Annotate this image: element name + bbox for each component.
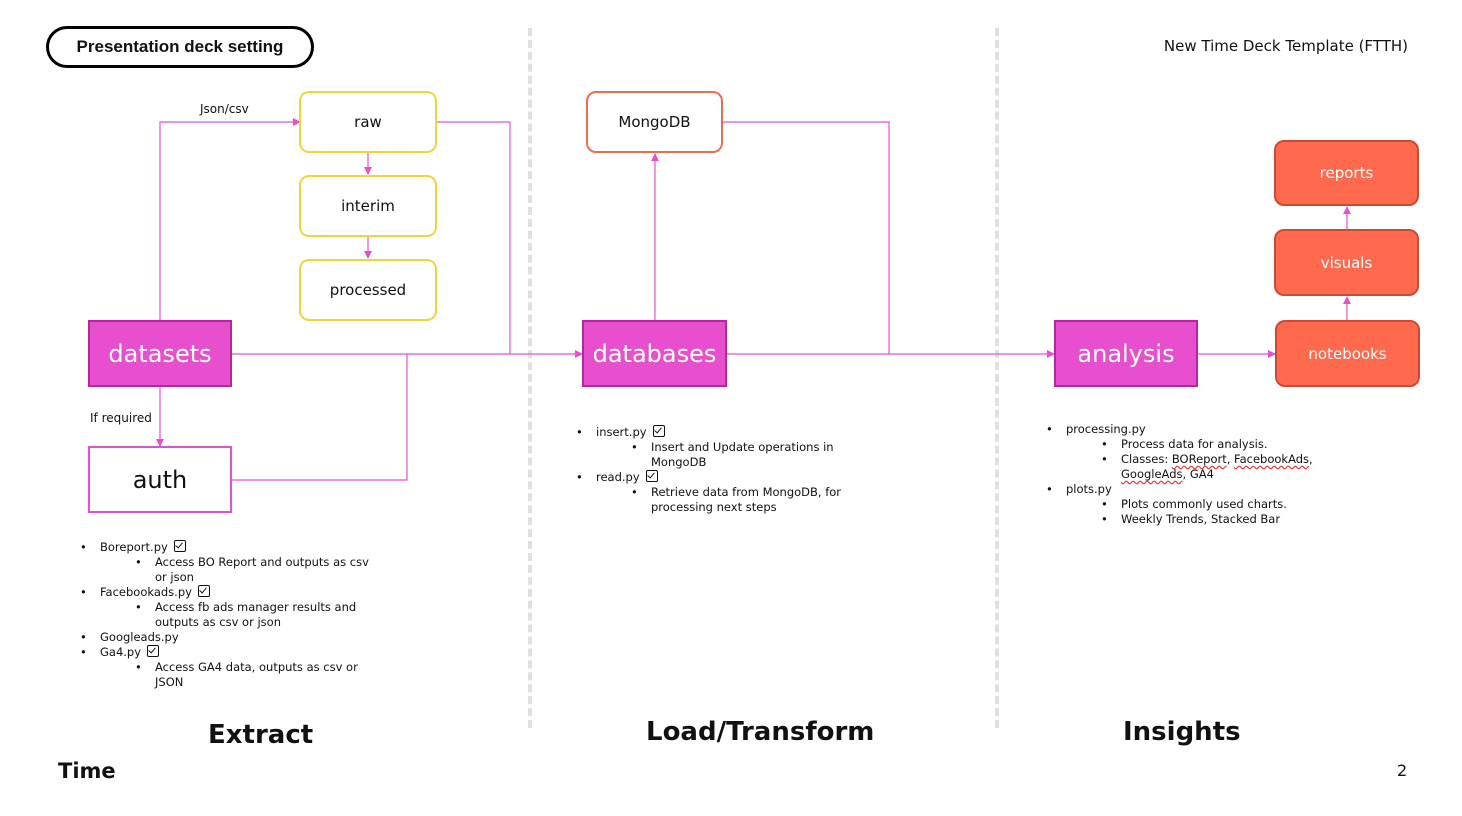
- edge-datasets-raw: [159, 118, 301, 320]
- section-divider-2: [995, 28, 999, 728]
- load-transform-title: Load/Transform: [646, 717, 875, 747]
- list-item: Retrieve data from MongoDB, forprocessin…: [576, 485, 916, 515]
- list-item: Plots commonly used charts.: [1046, 497, 1386, 512]
- interim-node: interim: [299, 175, 437, 237]
- notebooks-node: notebooks: [1275, 320, 1420, 387]
- time-label: Time: [58, 759, 116, 783]
- edge-mongodb-line: [723, 121, 890, 354]
- load-script-list: insert.py Insert and Update operations i…: [576, 425, 916, 515]
- section-divider-1: [528, 28, 532, 728]
- list-item: Process data for analysis.: [1046, 437, 1386, 452]
- insights-script-list: processing.py Process data for analysis.…: [1046, 422, 1386, 527]
- processed-node: processed: [299, 259, 437, 321]
- if-required-label: If required: [90, 411, 152, 425]
- databases-node: databases: [582, 320, 727, 387]
- auth-node: auth: [88, 446, 232, 513]
- list-item: plots.py: [1046, 482, 1386, 497]
- json-csv-label: Json/csv: [200, 102, 249, 116]
- raw-node: raw: [299, 91, 437, 153]
- list-item: Access fb ads manager results andoutputs…: [80, 600, 420, 630]
- list-item: processing.py: [1046, 422, 1386, 437]
- checkbox-icon: [645, 470, 658, 482]
- list-item: read.py: [576, 470, 916, 485]
- list-item: Weekly Trends, Stacked Bar: [1046, 512, 1386, 527]
- datasets-node: datasets: [88, 320, 232, 387]
- list-item: Boreport.py: [80, 540, 420, 555]
- extract-script-list: Boreport.py Access BO Report and outputs…: [80, 540, 420, 690]
- visuals-node: visuals: [1274, 229, 1419, 296]
- presentation-deck-setting-pill: Presentation deck setting: [46, 26, 314, 68]
- insights-title: Insights: [1123, 717, 1241, 747]
- checkbox-icon: [652, 425, 665, 437]
- list-item: Googleads.py: [80, 630, 420, 645]
- mongodb-node: MongoDB: [586, 91, 723, 153]
- reports-node: reports: [1274, 140, 1419, 206]
- checkbox-icon: [197, 585, 210, 597]
- edge-raw-databases: [437, 121, 511, 354]
- edge-auth-line: [232, 354, 408, 481]
- checkbox-icon: [173, 540, 186, 552]
- list-item: Classes: BOReport, FacebookAds,GoogleAds…: [1046, 452, 1386, 482]
- list-item: insert.py: [576, 425, 916, 440]
- checkbox-icon: [147, 645, 160, 657]
- page-number: 2: [1397, 761, 1408, 780]
- list-item: Facebookads.py: [80, 585, 420, 600]
- list-item: Ga4.py: [80, 645, 420, 660]
- template-name: New Time Deck Template (FTTH): [1163, 37, 1408, 55]
- analysis-node: analysis: [1054, 320, 1198, 387]
- extract-title: Extract: [208, 720, 314, 750]
